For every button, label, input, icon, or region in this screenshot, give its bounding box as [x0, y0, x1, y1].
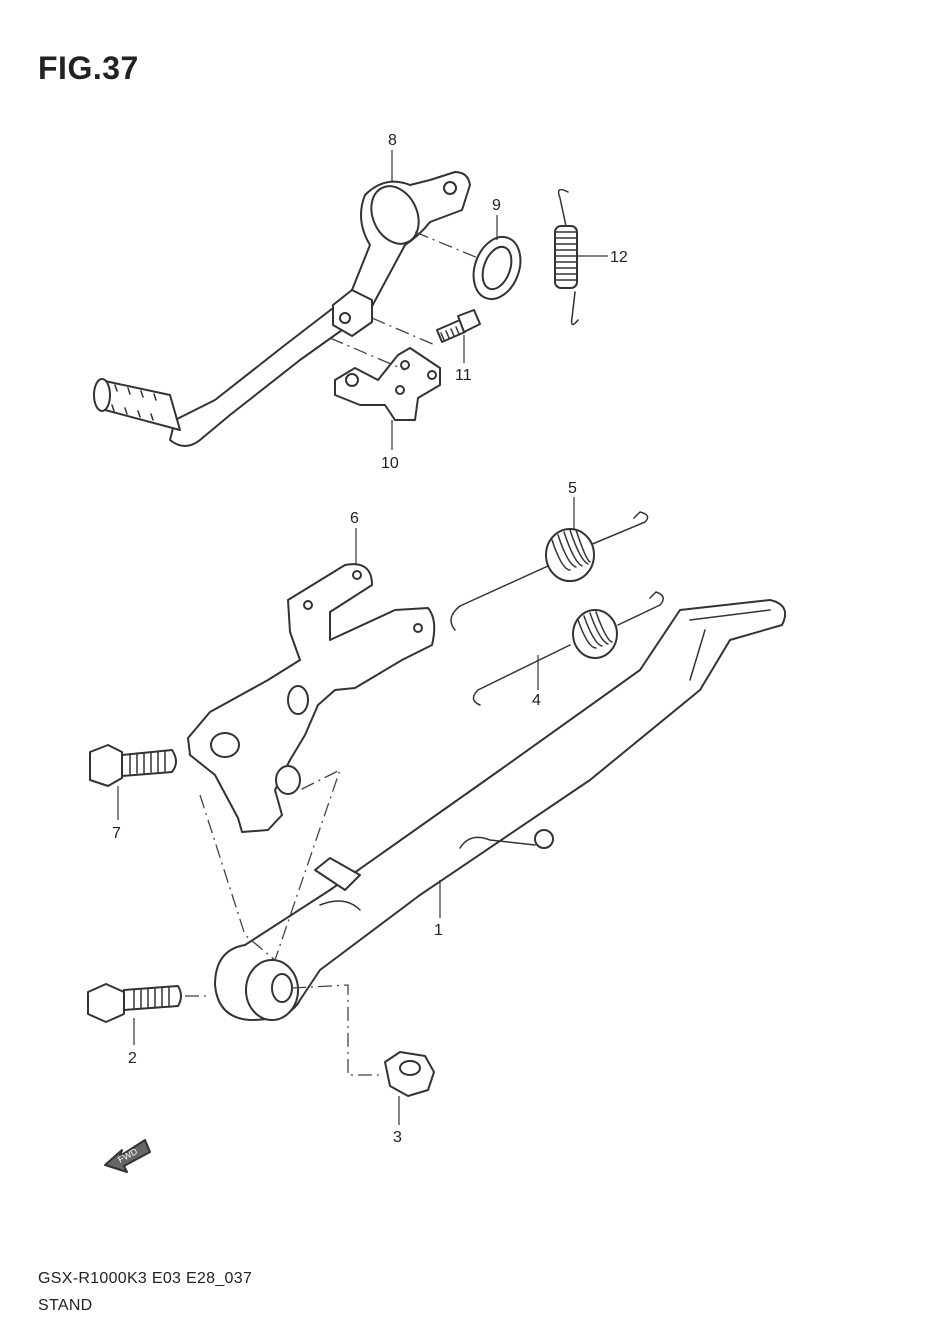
callout-3: 3: [393, 1129, 402, 1146]
callout-4: 4: [532, 692, 541, 709]
part-5-spring[interactable]: [450, 511, 649, 631]
part-7-bolt[interactable]: [89, 744, 177, 787]
part-3-nut[interactable]: [384, 1051, 435, 1097]
part-1-side-stand[interactable]: [214, 599, 786, 1021]
callout-2: 2: [128, 1050, 137, 1067]
part-6-stand-bracket[interactable]: [187, 563, 436, 833]
callout-10: 10: [381, 455, 399, 472]
callout-12: 12: [610, 249, 628, 266]
callout-11: 11: [455, 367, 472, 384]
fwd-arrow-icon: FWD: [104, 1139, 151, 1173]
part-12-spring[interactable]: [554, 188, 579, 326]
model-code: GSX-R1000K3 E03 E28_037: [38, 1270, 253, 1287]
part-8-pedal[interactable]: [93, 171, 471, 447]
callout-7: 7: [112, 825, 121, 842]
section-name: STAND: [38, 1297, 93, 1314]
part-9-washer[interactable]: [465, 230, 528, 305]
pedal-bushing: [332, 289, 373, 337]
callout-9: 9: [492, 197, 501, 214]
part-11-bolt[interactable]: [436, 309, 481, 343]
callout-8: 8: [388, 132, 397, 149]
figure-title: FIG.37: [38, 50, 139, 86]
part-2-pivot-bolt[interactable]: [87, 983, 182, 1023]
part-4-spring[interactable]: [472, 591, 664, 706]
callout-6: 6: [350, 510, 359, 527]
part-10-bracket[interactable]: [334, 347, 441, 421]
callout-1: 1: [434, 922, 443, 939]
callout-5: 5: [568, 480, 577, 497]
